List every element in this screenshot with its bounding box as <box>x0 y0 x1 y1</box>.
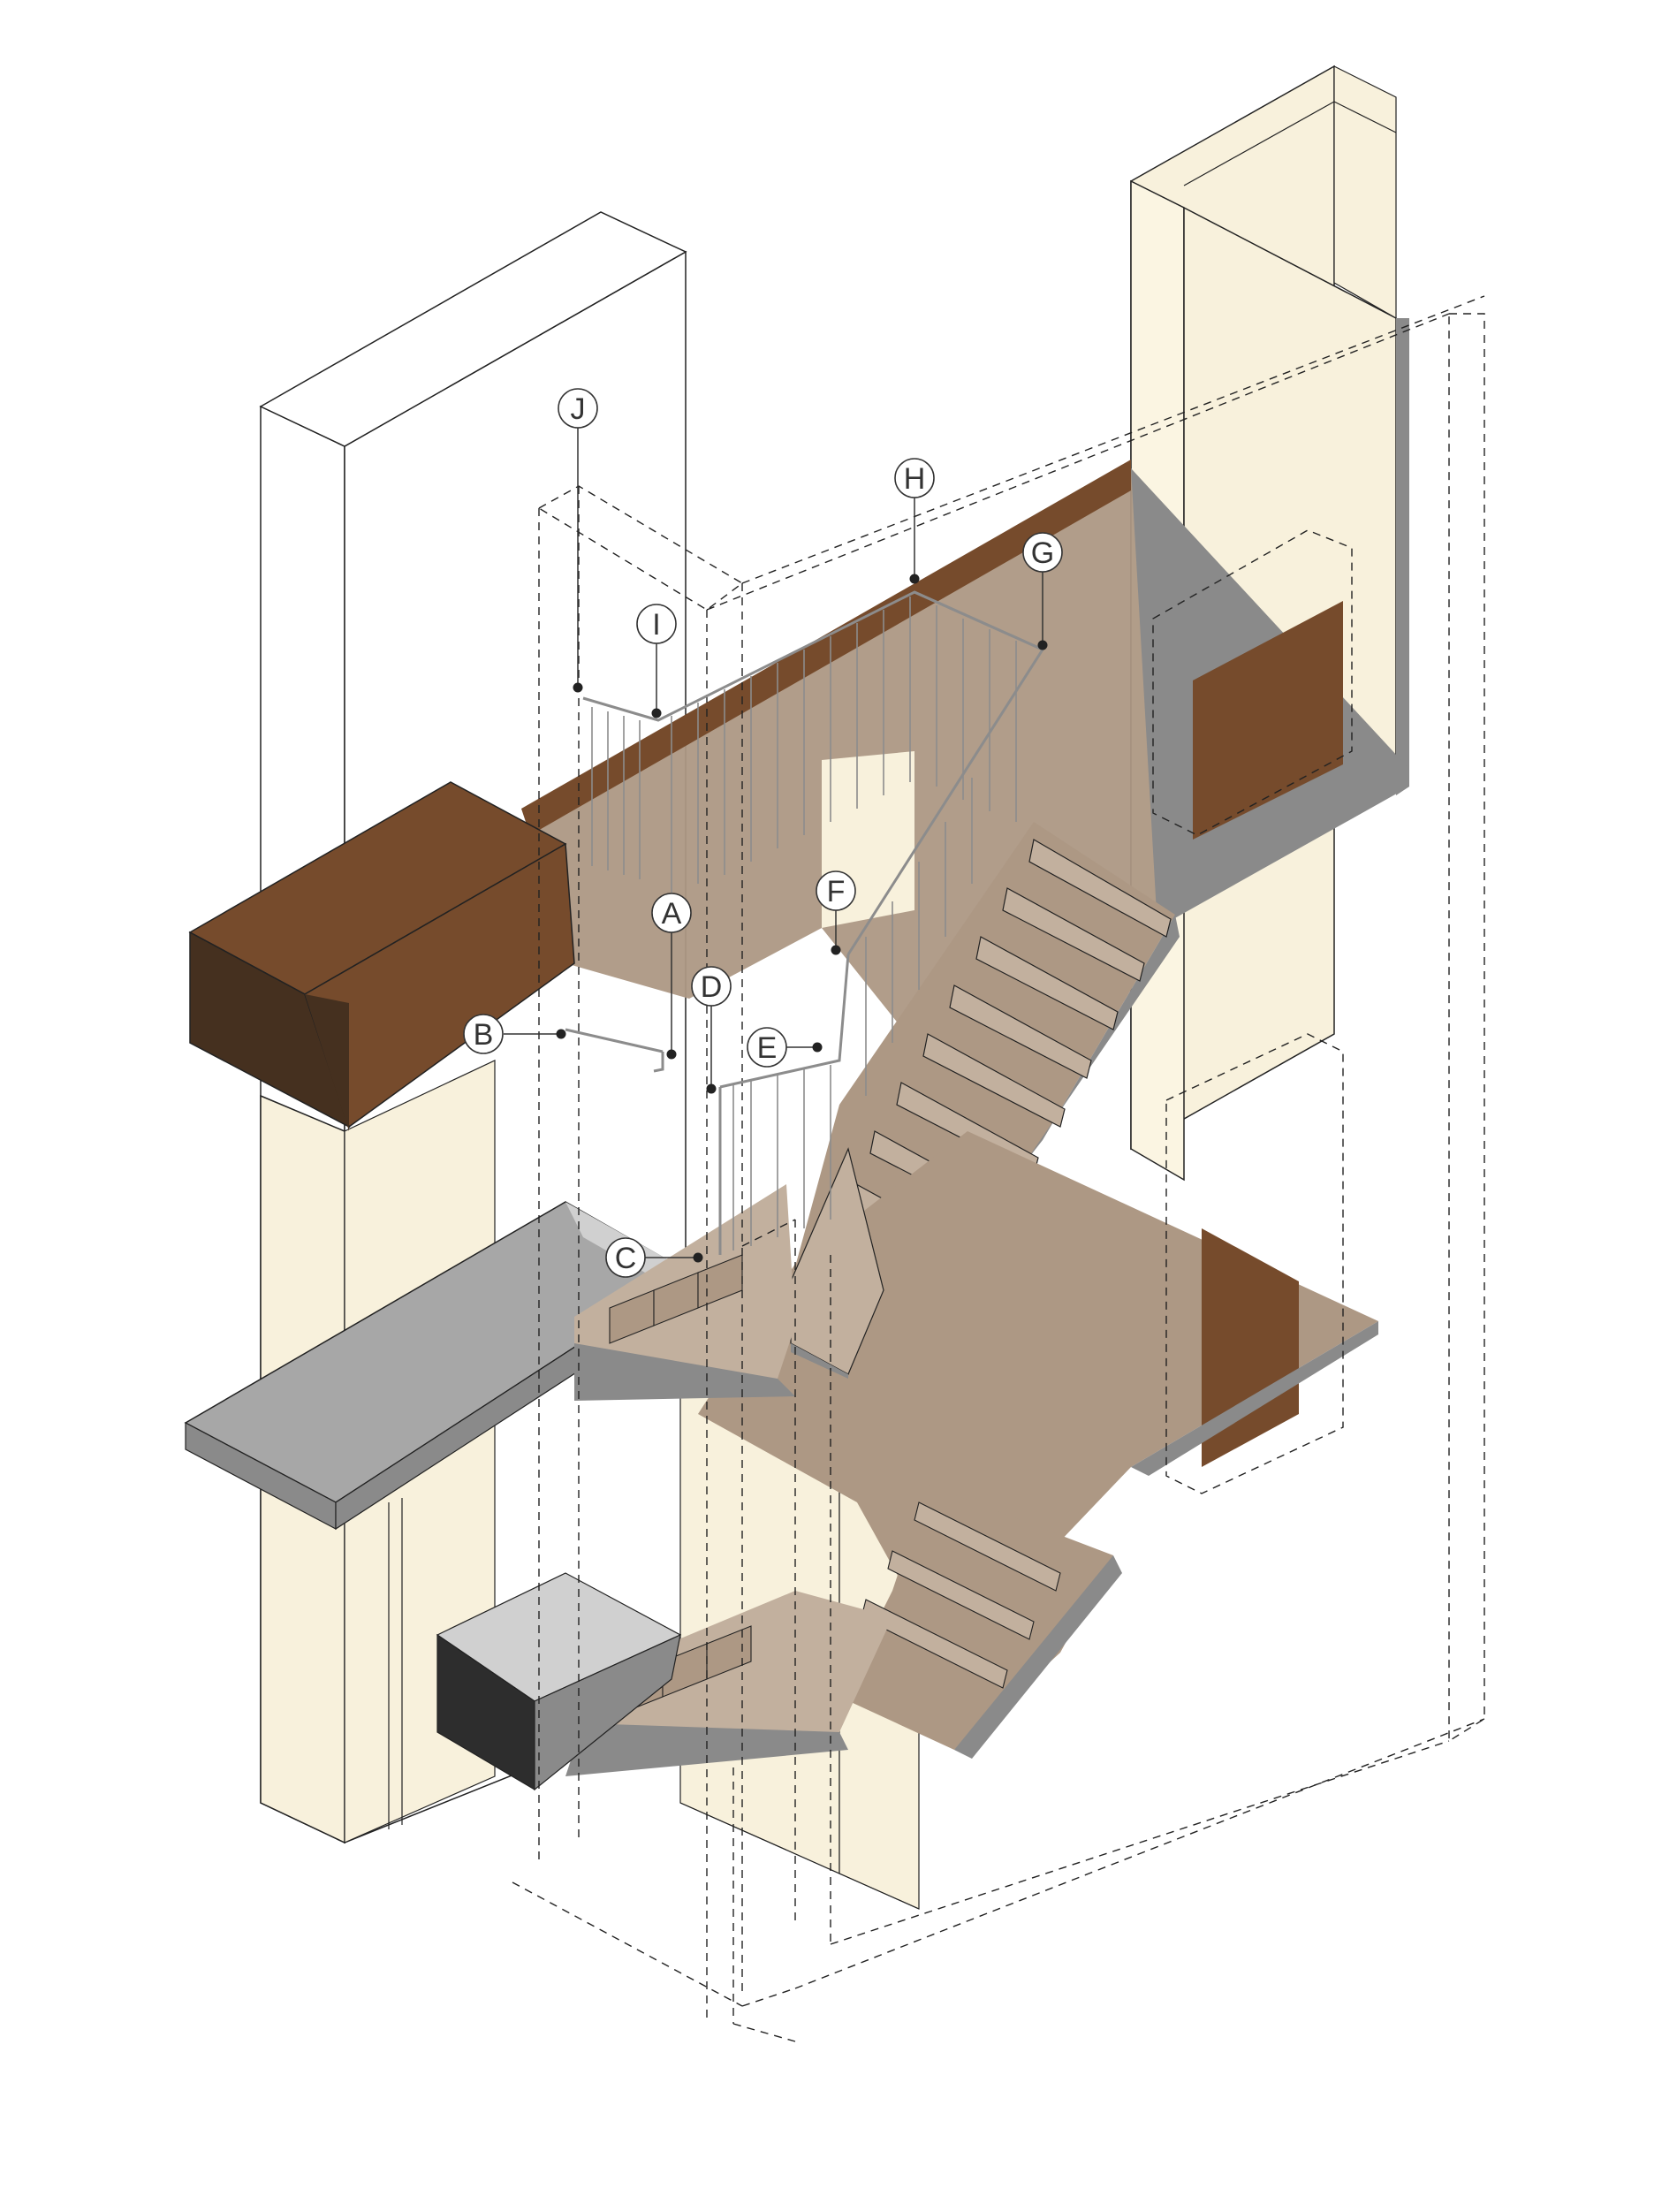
stair-volume-dashed-outline <box>512 295 1485 2042</box>
callout-D: D <box>691 966 732 1007</box>
callout-B: B <box>463 1014 504 1054</box>
svg-text:D: D <box>701 970 723 1004</box>
callouts <box>504 428 1043 1258</box>
lower-stair-flight <box>839 1485 1122 1759</box>
callout-F: F <box>816 870 856 911</box>
svg-text:E: E <box>757 1031 778 1065</box>
callout-C: C <box>605 1237 646 1278</box>
callout-H: H <box>894 458 935 498</box>
lower-gray-block <box>436 1572 682 1791</box>
svg-text:G: G <box>1031 536 1054 570</box>
callout-E: E <box>747 1027 787 1068</box>
svg-text:F: F <box>827 875 846 908</box>
brown-beam <box>188 781 575 1131</box>
callout-I: I <box>636 604 677 644</box>
mid-floor-slab <box>698 1033 1378 1661</box>
svg-text:J: J <box>571 392 586 426</box>
svg-text:A: A <box>662 897 682 931</box>
callout-G: G <box>1022 532 1063 573</box>
callout-J: J <box>558 388 598 429</box>
mid-left-stair-flight <box>574 1184 795 1401</box>
handrail-brackets <box>565 1028 664 1073</box>
upper-balusters <box>591 597 1017 1250</box>
svg-text:C: C <box>615 1242 637 1275</box>
callout-dots <box>556 574 1048 1263</box>
svg-text:H: H <box>904 462 926 496</box>
svg-text:B: B <box>474 1018 494 1052</box>
svg-text:I: I <box>652 608 660 642</box>
callout-A: A <box>651 893 692 933</box>
